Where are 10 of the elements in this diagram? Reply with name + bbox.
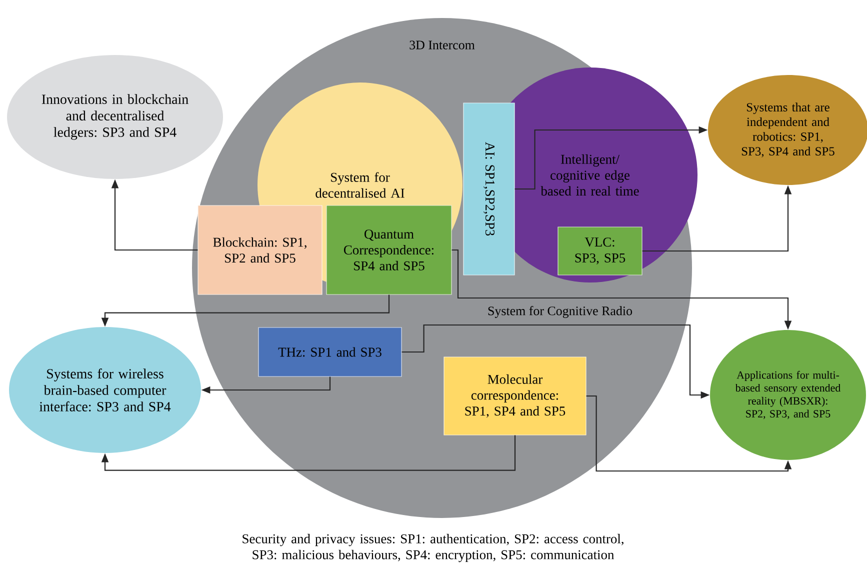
technology-box: Quantum Correspondence: SP4 and SP5: [326, 205, 452, 295]
caption: Security and privacy issues: SP1: authentication, SP2: access control, SP3: malicious behaviours, SP4: encryption, SP5: communication: [242, 534, 624, 562]
technology-box: Blockchain: SP1, SP2 and SP5: [198, 205, 322, 295]
technology-box: AI: SP1,SP2,SP3: [463, 102, 515, 276]
arrow: [101, 435, 516, 471]
region-label: System for Cognitive Radio: [488, 306, 632, 318]
technology-box: THz: SP1 and SP3: [258, 327, 402, 377]
region-title: 3D Intercom: [410, 40, 475, 50]
technology-box: Molecular correspondence: SP1, SP4 and SP5: [444, 356, 586, 436]
technology-box: VLC: SP3, SP5: [558, 226, 642, 276]
